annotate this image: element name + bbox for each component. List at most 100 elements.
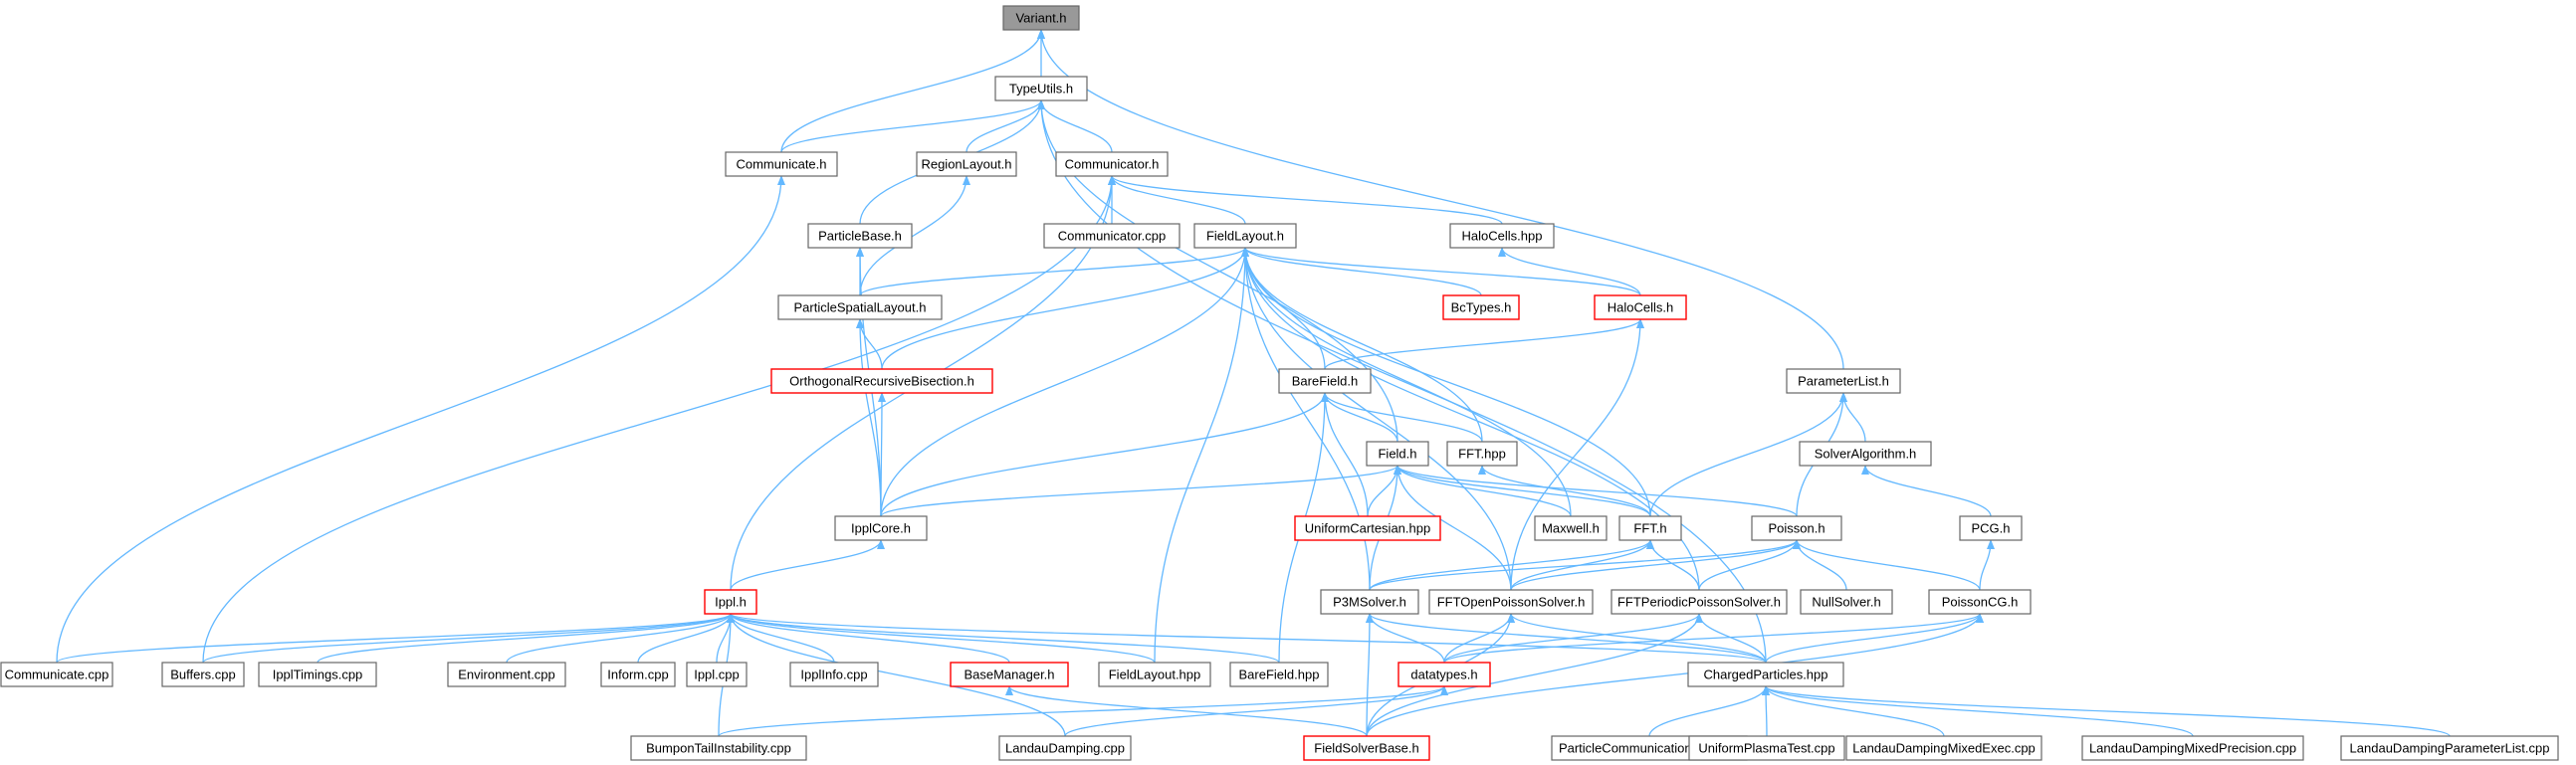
- node-label-particlespatial: ParticleSpatialLayout.h: [794, 300, 927, 315]
- node-pcg[interactable]: PCG.h: [1959, 515, 2023, 541]
- node-label-uniformcartesian: UniformCartesian.hpp: [1305, 521, 1430, 536]
- node-fieldlayout_hpp[interactable]: FieldLayout.hpp: [1098, 662, 1211, 687]
- node-maxwell[interactable]: Maxwell.h: [1534, 515, 1608, 541]
- node-box-bctypes: [1442, 294, 1520, 320]
- edge-ippl_cpp-to-ippl_h: [716, 613, 735, 664]
- node-uniformcartesian[interactable]: UniformCartesian.hpp: [1294, 515, 1441, 541]
- node-box-inform: [600, 662, 676, 687]
- node-box-landaudamping: [998, 735, 1132, 761]
- edge-ipplcore-to-field_h: [880, 465, 1401, 517]
- node-communicate_cpp[interactable]: Communicate.cpp: [0, 662, 113, 687]
- edge-barefield_h-to-halocells_h: [1324, 318, 1644, 370]
- node-orb[interactable]: OrthogonalRecursiveBisection.h: [770, 368, 993, 394]
- node-communicator_cpp[interactable]: Communicator.cpp: [1043, 223, 1181, 249]
- node-fft_hpp[interactable]: FFT.hpp: [1446, 441, 1518, 467]
- node-chargedparticles[interactable]: ChargedParticles.hpp: [1687, 662, 1844, 687]
- edge-fftperiodic-to-fft_h: [1646, 539, 1700, 591]
- node-label-communicator_h: Communicator.h: [1065, 157, 1160, 172]
- node-poissoncg[interactable]: PoissonCG.h: [1928, 589, 2032, 615]
- node-barefield_hpp[interactable]: BareField.hpp: [1229, 662, 1329, 687]
- node-fieldsolverbase[interactable]: FieldSolverBase.h: [1303, 735, 1430, 761]
- node-ipplcore[interactable]: IpplCore.h: [834, 515, 928, 541]
- node-label-pcg: PCG.h: [1971, 521, 2010, 536]
- node-box-poisson: [1751, 515, 1842, 541]
- node-box-poissoncg: [1928, 589, 2032, 615]
- node-fft_h[interactable]: FFT.h: [1618, 515, 1682, 541]
- node-box-halocells_hpp: [1449, 223, 1555, 249]
- node-parameterlist[interactable]: ParameterList.h: [1786, 368, 1901, 394]
- node-landaudamping[interactable]: LandauDamping.cpp: [998, 735, 1132, 761]
- edge-bctypes-to-fieldlayout_h: [1241, 247, 1482, 296]
- node-bumpon[interactable]: BumponTailInstability.cpp: [630, 735, 807, 761]
- node-p3m[interactable]: P3MSolver.h: [1320, 589, 1419, 615]
- node-box-uniformcartesian: [1294, 515, 1441, 541]
- edge-ippl_h-to-ipplcore: [730, 539, 885, 591]
- node-box-variant: [1002, 5, 1080, 31]
- node-ippl_h[interactable]: Ippl.h: [704, 589, 757, 615]
- node-label-ipplinfo: IpplInfo.cpp: [800, 668, 867, 682]
- node-communicator_h[interactable]: Communicator.h: [1055, 151, 1169, 177]
- node-typeutils[interactable]: TypeUtils.h: [994, 76, 1088, 101]
- node-inform[interactable]: Inform.cpp: [600, 662, 676, 687]
- edge-buffers-to-ippl_h: [202, 613, 735, 664]
- edge-buffers-to-communicator_h: [202, 175, 1116, 664]
- node-environment[interactable]: Environment.cpp: [447, 662, 566, 687]
- node-buffers[interactable]: Buffers.cpp: [161, 662, 245, 687]
- edge-landaumixedprec-to-chargedparticles: [1762, 685, 2194, 737]
- node-regionlayout[interactable]: RegionLayout.h: [916, 151, 1017, 177]
- node-halocells_hpp[interactable]: HaloCells.hpp: [1449, 223, 1555, 249]
- node-box-pcg: [1959, 515, 2023, 541]
- node-box-field_h: [1366, 441, 1429, 467]
- edge-particlespatial-to-regionlayout: [859, 175, 970, 296]
- edge-fft_hpp-to-barefield_h: [1321, 392, 1483, 443]
- node-box-barefield_hpp: [1229, 662, 1329, 687]
- node-label-orb: OrthogonalRecursiveBisection.h: [789, 374, 974, 389]
- node-ippl_cpp[interactable]: Ippl.cpp: [686, 662, 748, 687]
- node-nullsolver[interactable]: NullSolver.h: [1800, 589, 1893, 615]
- node-poisson[interactable]: Poisson.h: [1751, 515, 1842, 541]
- node-landaumixedprec[interactable]: LandauDampingMixedPrecision.cpp: [2081, 735, 2304, 761]
- node-box-environment: [447, 662, 566, 687]
- node-particlespatial[interactable]: ParticleSpatialLayout.h: [777, 294, 943, 320]
- node-datatypes[interactable]: datatypes.h: [1397, 662, 1491, 687]
- node-box-ippl_cpp: [686, 662, 748, 687]
- node-barefield_h[interactable]: BareField.h: [1278, 368, 1372, 394]
- node-fftperiodic[interactable]: FFTPeriodicPoissonSolver.h: [1610, 589, 1788, 615]
- node-label-regionlayout: RegionLayout.h: [921, 157, 1011, 172]
- node-field_h[interactable]: Field.h: [1366, 441, 1429, 467]
- node-ippltimings[interactable]: IpplTimings.cpp: [258, 662, 377, 687]
- node-communicate_h[interactable]: Communicate.h: [725, 151, 838, 177]
- node-label-fieldlayout_hpp: FieldLayout.hpp: [1109, 668, 1201, 682]
- edge-chargedparticles-to-fftopen: [1507, 613, 1767, 664]
- node-label-p3m: P3MSolver.h: [1333, 595, 1406, 610]
- node-basemanager[interactable]: BaseManager.h: [950, 662, 1069, 687]
- node-box-fieldlayout_hpp: [1098, 662, 1211, 687]
- edge-fft_h-to-field_h: [1394, 465, 1651, 517]
- node-uniformplasma[interactable]: UniformPlasmaTest.cpp: [1688, 735, 1845, 761]
- node-box-ipplinfo: [789, 662, 879, 687]
- node-particlebase[interactable]: ParticleBase.h: [807, 223, 913, 249]
- node-fftopen[interactable]: FFTOpenPoissonSolver.h: [1428, 589, 1594, 615]
- node-variant[interactable]: Variant.h: [1002, 5, 1080, 31]
- node-landaumixedexec[interactable]: LandauDampingMixedExec.cpp: [1845, 735, 2042, 761]
- edge-solveralgorithm-to-parameterlist: [1839, 392, 1866, 443]
- node-label-inform: Inform.cpp: [607, 668, 668, 682]
- node-fieldlayout_h[interactable]: FieldLayout.h: [1193, 223, 1297, 249]
- node-label-typeutils: TypeUtils.h: [1009, 82, 1073, 96]
- node-box-regionlayout: [916, 151, 1017, 177]
- node-box-fftopen: [1428, 589, 1594, 615]
- node-label-barefield_hpp: BareField.hpp: [1239, 668, 1320, 682]
- node-halocells_h[interactable]: HaloCells.h: [1594, 294, 1687, 320]
- node-landauparamlist[interactable]: LandauDampingParameterList.cpp: [2340, 735, 2559, 761]
- edge-fft_hpp-to-fieldlayout_h: [1241, 247, 1483, 443]
- node-label-ippl_cpp: Ippl.cpp: [694, 668, 740, 682]
- node-ipplinfo[interactable]: IpplInfo.cpp: [789, 662, 879, 687]
- node-bctypes[interactable]: BcTypes.h: [1442, 294, 1520, 320]
- edge-halocells_hpp-to-communicator_h: [1108, 175, 1503, 225]
- node-solveralgorithm[interactable]: SolverAlgorithm.h: [1799, 441, 1932, 467]
- edge-halocells_h-to-fieldlayout_h: [1241, 247, 1641, 296]
- node-label-uniformplasma: UniformPlasmaTest.cpp: [1698, 741, 1834, 756]
- edge-fieldlayout_hpp-to-fieldlayout_h: [1154, 247, 1249, 664]
- node-box-parameterlist: [1786, 368, 1901, 394]
